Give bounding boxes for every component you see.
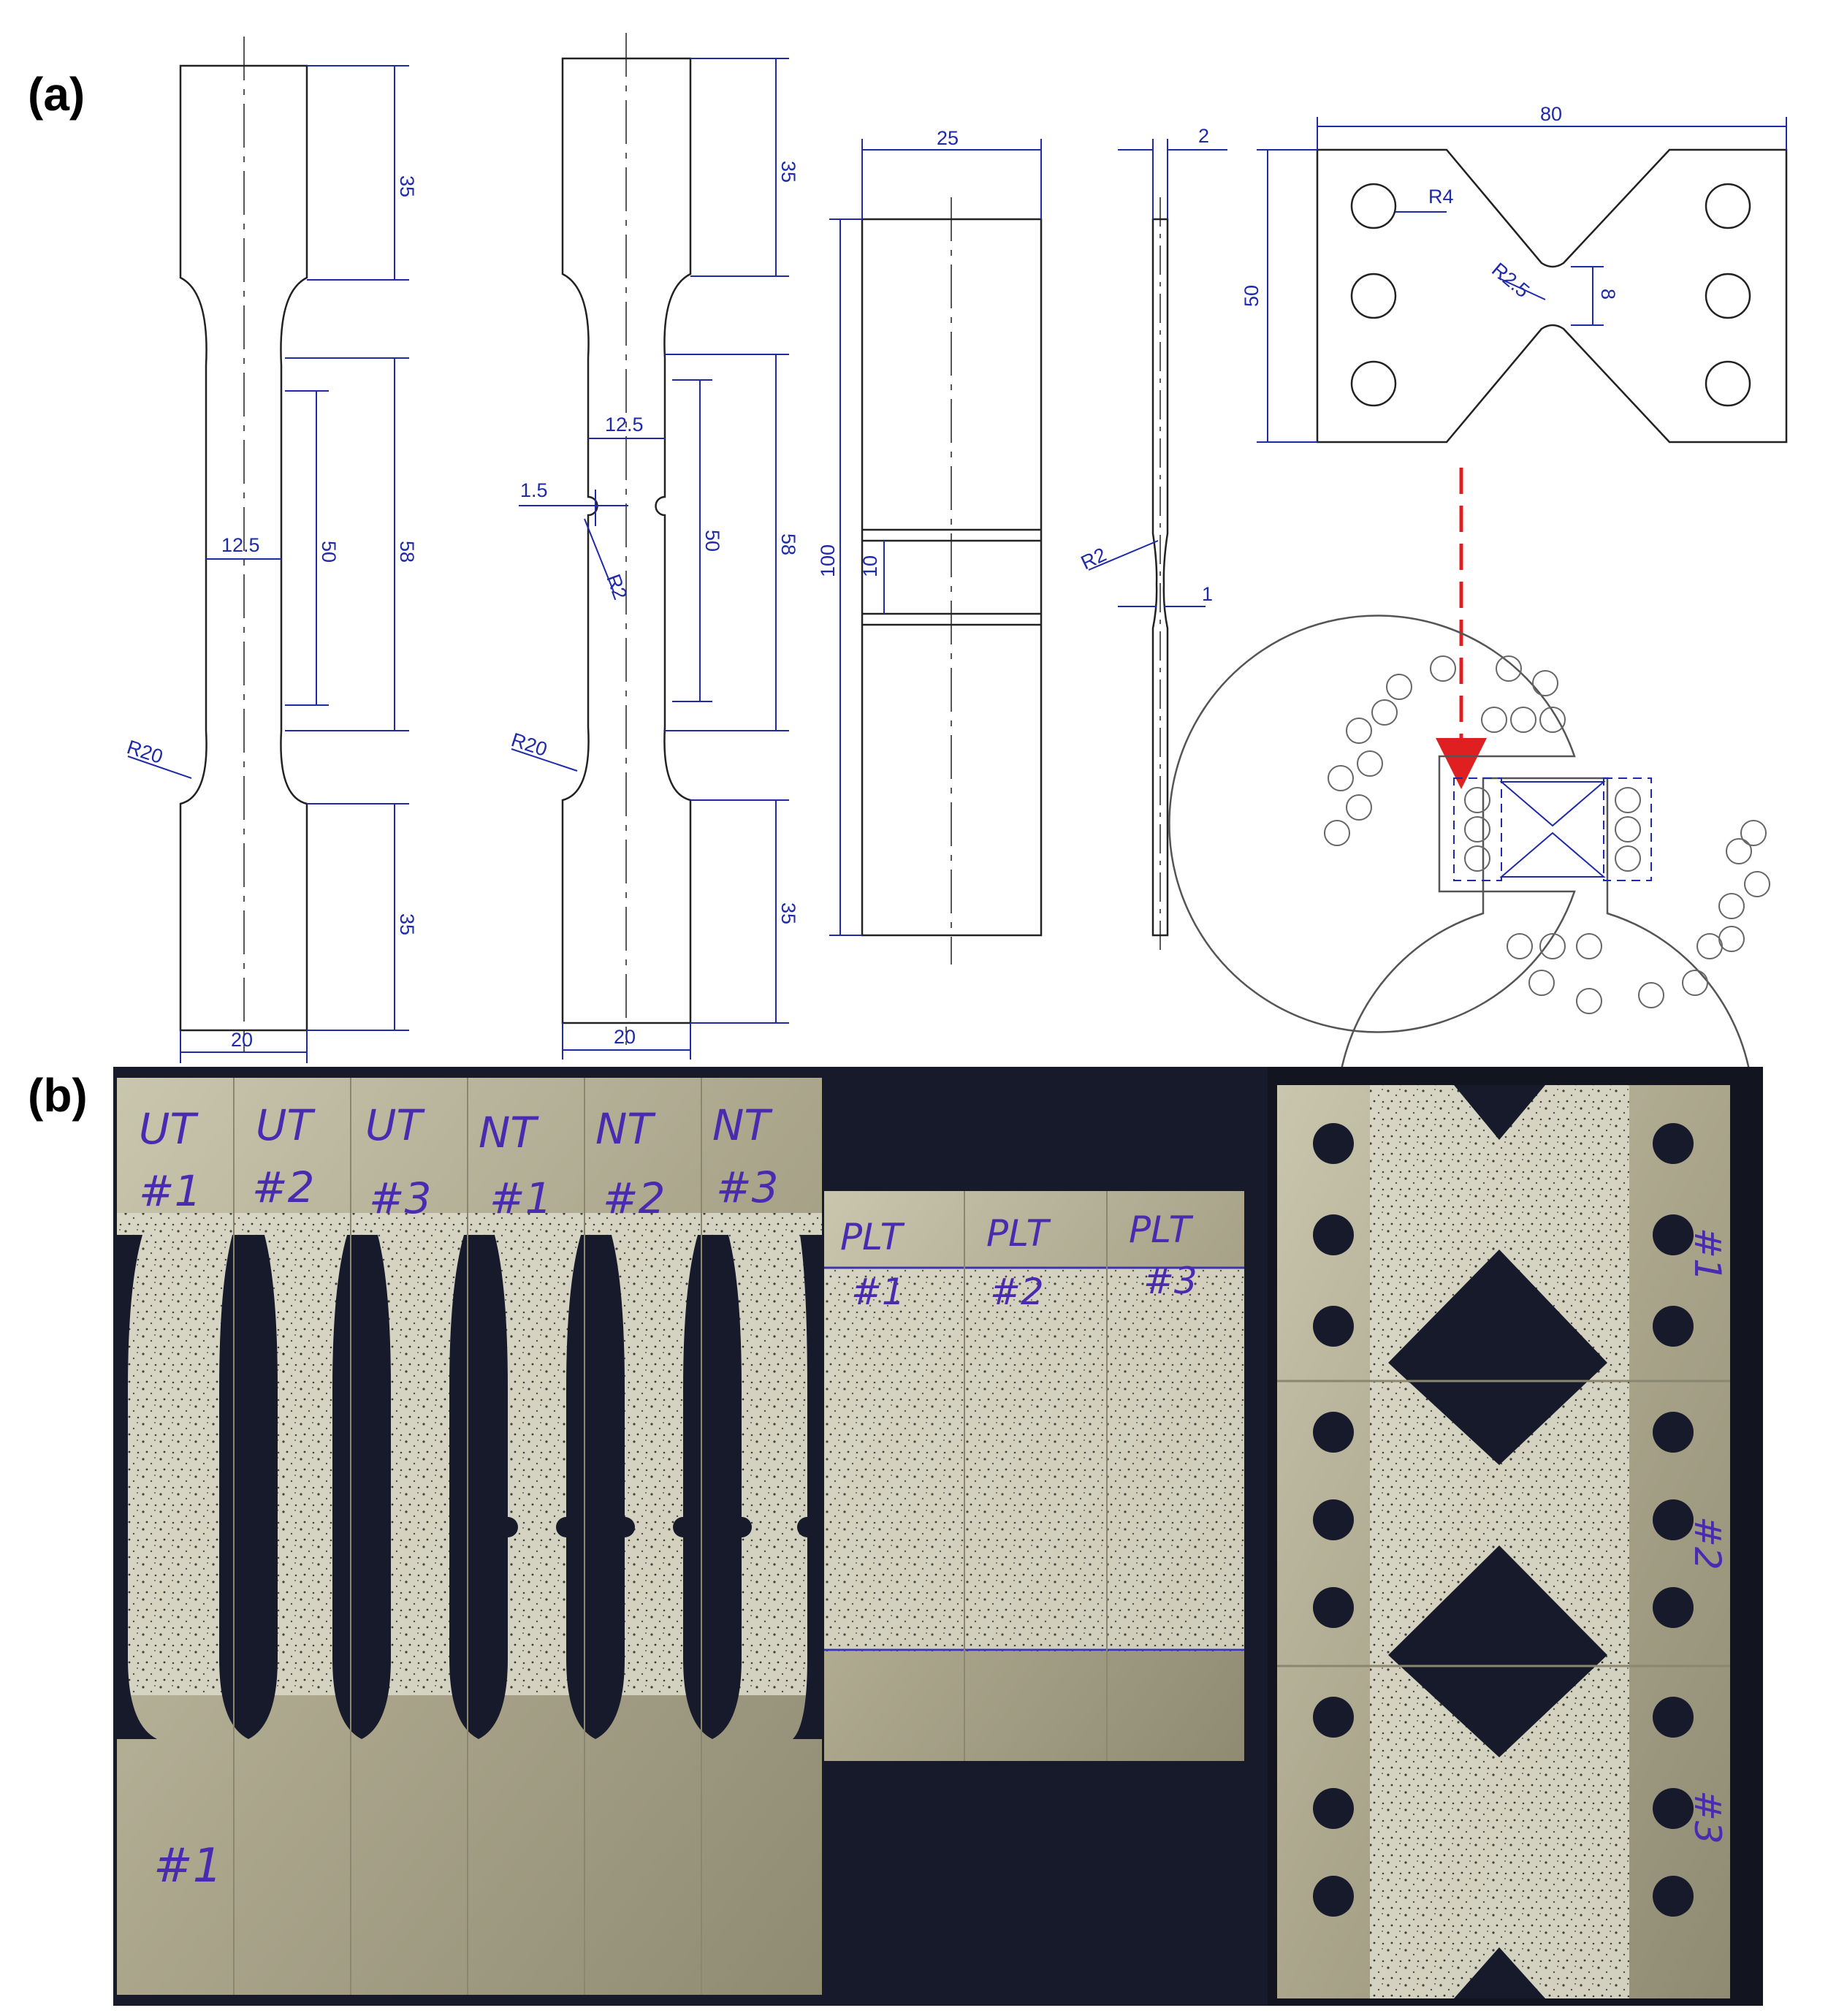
drawing-shear-specimen <box>1257 117 1788 444</box>
shear-dim-height: 50 <box>1241 285 1263 307</box>
uniaxial-dim-width: 20 <box>231 1029 253 1051</box>
shear2-num-label: #2 <box>1686 1516 1729 1570</box>
nt1-type-label: NT <box>479 1108 539 1157</box>
ut3-num-label: #3 <box>369 1174 432 1223</box>
plane-strain-dim-groove: 10 <box>859 555 881 577</box>
ut2-num-label: #2 <box>252 1163 315 1212</box>
notched-dim-width: 20 <box>614 1026 636 1048</box>
ut2-type-label: UT <box>256 1100 316 1150</box>
plt1-type-label: PLT <box>840 1216 905 1258</box>
uniaxial-dim-reduced-width: 12.5 <box>221 534 260 556</box>
notched-dim-radius: R20 <box>509 729 549 761</box>
plane-strain-dim-width: 25 <box>937 127 959 149</box>
side-view-outline <box>1151 218 1169 937</box>
fixture-upper-half <box>1168 615 1576 1033</box>
shear-dim-notch-radius: R2.5 <box>1488 259 1534 303</box>
uniaxial-dim-grip-bottom: 35 <box>396 913 418 935</box>
plt3-type-label: PLT <box>1129 1209 1194 1251</box>
drawing-plane-strain-side-view <box>1088 139 1227 950</box>
uniaxial-dim-gauge-length: 50 <box>318 541 340 563</box>
notched-dim-grip-bottom: 35 <box>777 902 799 924</box>
ut3-type-label: UT <box>365 1100 425 1150</box>
shear-dim-hole-radius: R4 <box>1428 186 1454 208</box>
drawing-notched-specimen <box>511 33 789 1060</box>
nt3-num-label: #3 <box>716 1163 779 1212</box>
photo-uniaxial-notched-specimens <box>117 1078 822 1995</box>
notched-dim-grip-top: 35 <box>777 161 799 183</box>
shear-dim-width: 80 <box>1540 103 1562 125</box>
ut1-bottom-num-label: #1 <box>153 1839 222 1893</box>
shear-dim-ligament: 8 <box>1597 289 1619 300</box>
notched-dim-reduced-length: 58 <box>777 533 799 555</box>
drawing-shear-fixture <box>1168 615 1770 1322</box>
nt2-num-label: #2 <box>603 1174 666 1223</box>
plt3-num-label: #3 <box>1143 1260 1197 1302</box>
plt2-type-label: PLT <box>986 1212 1051 1255</box>
side-view-dim-groove-thickness: 1 <box>1202 583 1213 605</box>
photo-plane-strain-specimens <box>824 1191 1244 1761</box>
plt1-num-label: #1 <box>851 1271 905 1313</box>
ut1-num-label: #1 <box>139 1166 202 1216</box>
shear3-num-label: #3 <box>1686 1790 1729 1844</box>
nt2-type-label: NT <box>595 1104 656 1154</box>
notched-dim-reduced-width: 12.5 <box>605 414 644 435</box>
shear-outline <box>1316 148 1788 444</box>
uniaxial-dim-grip-top: 35 <box>396 175 418 197</box>
photo-shear-specimens <box>1277 1085 1730 1998</box>
ut1-type-label: UT <box>139 1104 199 1154</box>
notched-dim-gauge-length: 50 <box>701 530 723 552</box>
nt3-type-label: NT <box>712 1100 773 1150</box>
shear1-num-label: #1 <box>1686 1228 1729 1282</box>
drawing-uniaxial-specimen <box>127 37 409 1063</box>
notched-dim-notch-depth: 1.5 <box>520 479 548 501</box>
panel-label-b: (b) <box>28 1069 88 1122</box>
side-view-dim-thickness: 2 <box>1198 125 1209 147</box>
plane-strain-dim-length: 100 <box>817 544 839 577</box>
side-view-dim-groove-radius: R2 <box>1078 544 1110 574</box>
drawing-plane-strain-specimen <box>829 139 1043 965</box>
uniaxial-dim-reduced-length: 58 <box>396 541 418 563</box>
nt1-num-label: #1 <box>490 1174 552 1223</box>
panel-label-a: (a) <box>28 68 85 121</box>
plt2-num-label: #2 <box>990 1271 1044 1313</box>
uniaxial-dim-radius: R20 <box>124 736 165 768</box>
